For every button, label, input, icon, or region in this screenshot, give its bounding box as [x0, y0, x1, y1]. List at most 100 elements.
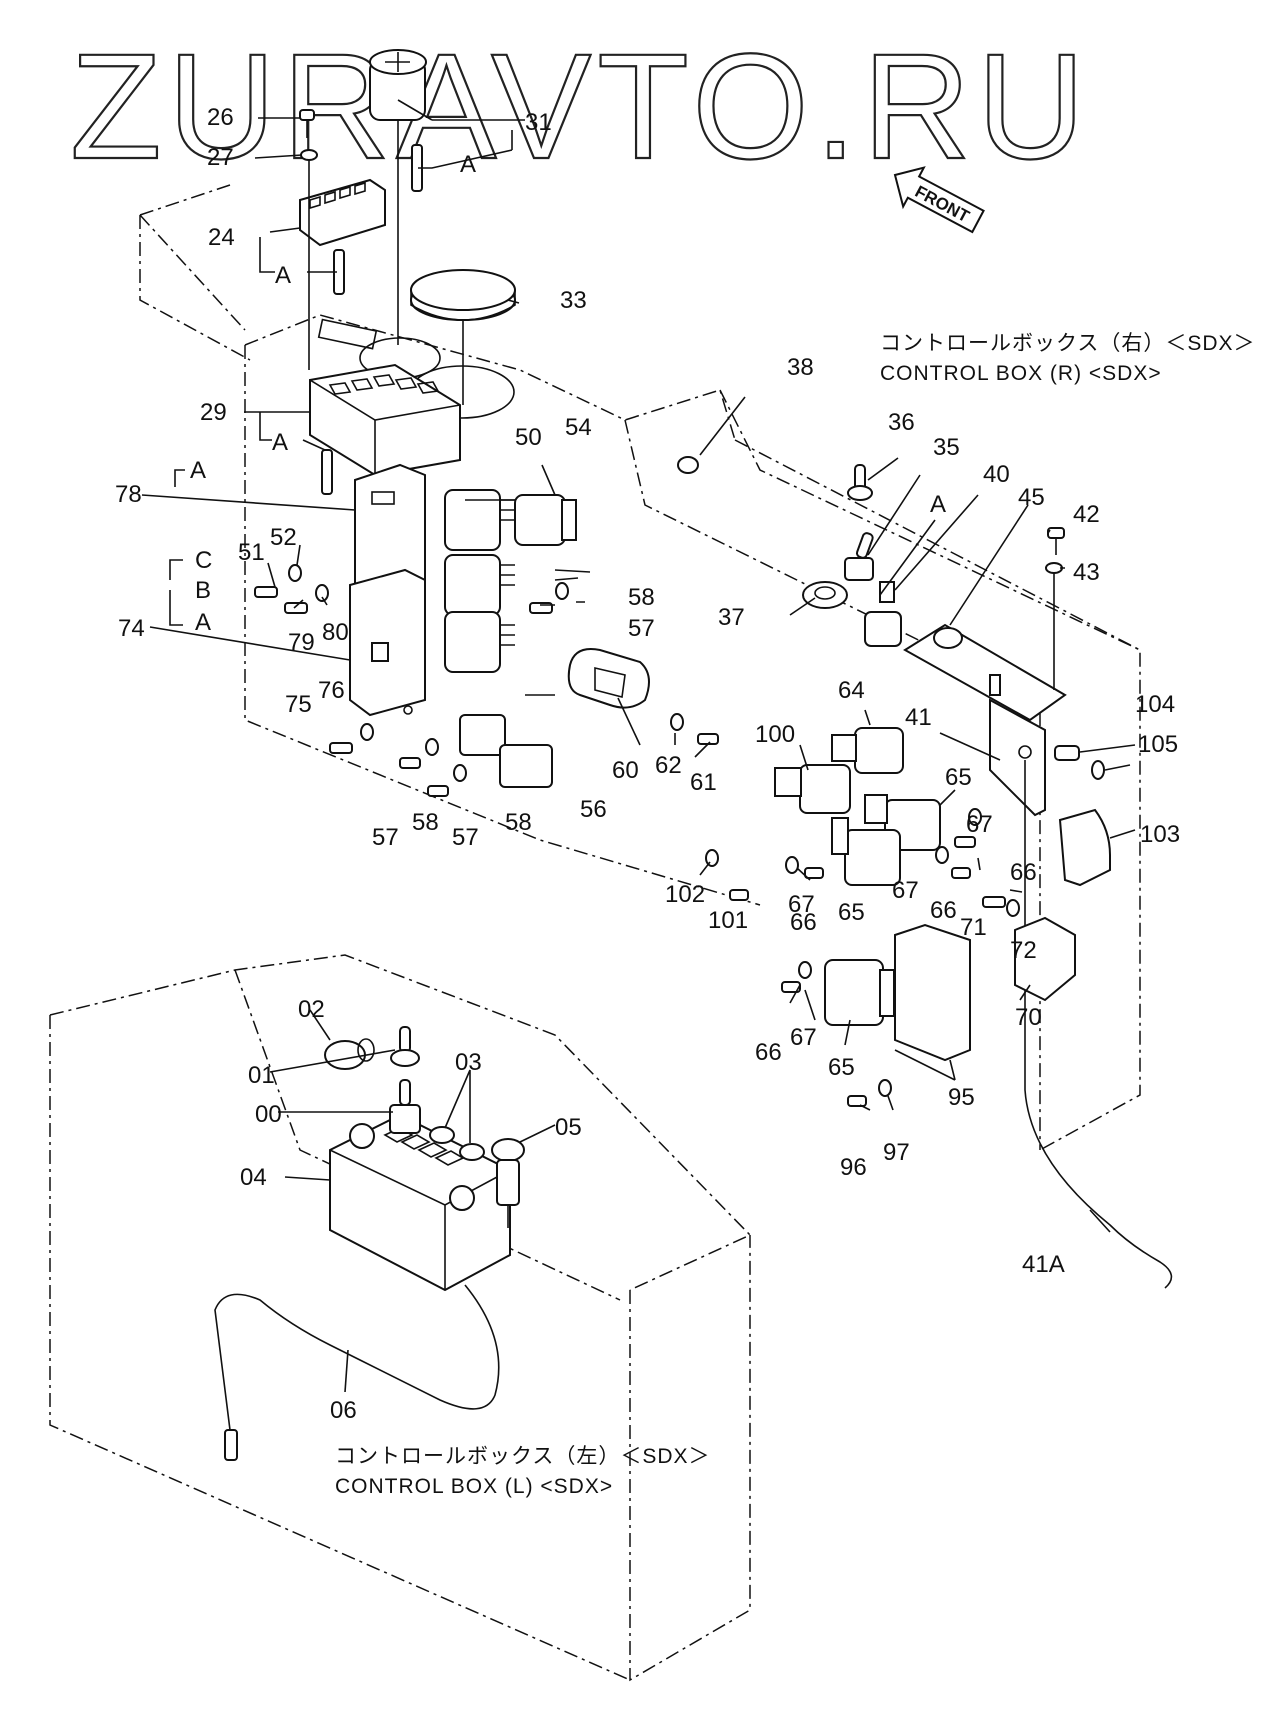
throttle-cable: [1024, 760, 1173, 1289]
screw-icon: [299, 109, 315, 138]
label-05: 05: [555, 1114, 582, 1141]
buzzer-icon: [567, 648, 650, 709]
label-60: 60: [612, 757, 639, 784]
label-42: 42: [1073, 501, 1100, 528]
label-58: 58: [412, 809, 439, 836]
washer-icon: [878, 1079, 892, 1097]
switch-cable: [214, 1284, 500, 1431]
label-64: 64: [838, 677, 865, 704]
label-06: 06: [330, 1397, 357, 1424]
cover-icon: [1058, 808, 1111, 887]
label-61: 61: [690, 769, 717, 796]
key-switch-icon: [864, 581, 902, 647]
label-04: 04: [240, 1164, 267, 1191]
label-66: 66: [930, 897, 957, 924]
label-41A: 41A: [1022, 1251, 1065, 1278]
washer-icon: [798, 961, 812, 979]
relay-stack-icon: [444, 489, 515, 673]
label-62: 62: [655, 752, 682, 779]
label-78: 78: [115, 481, 142, 508]
label-50: 50: [515, 424, 542, 451]
washer-icon: [425, 738, 439, 756]
relay-icon: [824, 959, 895, 1026]
label-96: 96: [840, 1154, 867, 1181]
part-labels: 26 27 31 A 24 A 33 29 A 50 54 A 78 51 52…: [115, 104, 1180, 1424]
label-71: 71: [960, 914, 987, 941]
grommet-icon: [459, 1143, 485, 1161]
label-57: 57: [452, 824, 479, 851]
label-37: 37: [718, 604, 745, 631]
relay-box-icon: [349, 568, 426, 717]
label-01: 01: [248, 1062, 275, 1089]
cigarette-lighter-icon: [369, 49, 427, 345]
controller-unit-icon: [894, 923, 971, 1062]
label-66: 66: [1010, 859, 1037, 886]
label-74: 74: [118, 615, 145, 642]
label-40: 40: [983, 461, 1010, 488]
screw-icon: [982, 896, 1006, 908]
label-103: 103: [1140, 821, 1180, 848]
rotary-switch-icon: [844, 532, 874, 581]
mounting-bracket-icon: [354, 463, 426, 602]
label-95: 95: [948, 1084, 975, 1111]
bolt-icon: [321, 449, 333, 495]
knob-switch-icon: [491, 1138, 525, 1228]
label-35: 35: [933, 434, 960, 461]
label-24: 24: [208, 224, 235, 251]
relay-icon: [514, 494, 577, 546]
leader-lines: [141, 99, 1136, 1393]
control-box-left-outline: [49, 954, 752, 1682]
label-45: 45: [1018, 484, 1045, 511]
toggle-switch-icon: [847, 464, 873, 501]
relay-icon: [774, 764, 851, 814]
label-65: 65: [838, 899, 865, 926]
washer-icon: [670, 713, 684, 731]
washer-icon: [968, 808, 982, 826]
label-41: 41: [905, 704, 932, 731]
caption-left-en: CONTROL BOX (L) <SDX>: [335, 1475, 613, 1498]
screw-icon: [804, 867, 824, 879]
label-57: 57: [628, 615, 655, 642]
throttle-plate-icon: [903, 623, 1067, 817]
label-105: 105: [1138, 731, 1178, 758]
socket-slot: [317, 318, 378, 350]
label-29: 29: [200, 399, 227, 426]
screw-icon: [1054, 745, 1080, 761]
caption-right-jp: コントロールボックス（右）＜SDX＞: [880, 332, 1256, 355]
toggle-switch-icon: [390, 1026, 420, 1067]
label-A: A: [195, 609, 211, 636]
washer-icon: [785, 856, 799, 874]
label-54: 54: [565, 414, 592, 441]
screw-icon: [697, 733, 719, 745]
label-A: A: [272, 429, 288, 456]
label-80: 80: [322, 619, 349, 646]
label-26: 26: [207, 104, 234, 131]
label-52: 52: [270, 524, 297, 551]
label-02: 02: [298, 996, 325, 1023]
cup-cap-icon: [410, 269, 516, 405]
label-A: A: [930, 491, 946, 518]
label-C: C: [195, 547, 212, 574]
washer-icon: [315, 584, 329, 602]
washer-icon: [1091, 760, 1105, 780]
label-B: B: [195, 577, 211, 604]
screw-icon: [329, 742, 353, 754]
label-27: 27: [207, 144, 234, 171]
grommet-icon: [802, 581, 848, 609]
label-67: 67: [790, 1024, 817, 1051]
caption-left-jp: コントロールボックス（左）＜SDX＞: [335, 1445, 711, 1468]
label-67: 67: [788, 891, 815, 918]
label-65: 65: [945, 764, 972, 791]
label-72: 72: [1010, 937, 1037, 964]
label-33: 33: [560, 287, 587, 314]
label-66: 66: [755, 1039, 782, 1066]
grommet-icon: [429, 1126, 455, 1144]
label-A: A: [275, 262, 291, 289]
screw-icon: [729, 889, 749, 901]
label-A: A: [460, 151, 476, 178]
label-A: A: [190, 457, 206, 484]
label-38: 38: [787, 354, 814, 381]
watermark-text: ZURAVTO.RU: [70, 22, 1091, 190]
